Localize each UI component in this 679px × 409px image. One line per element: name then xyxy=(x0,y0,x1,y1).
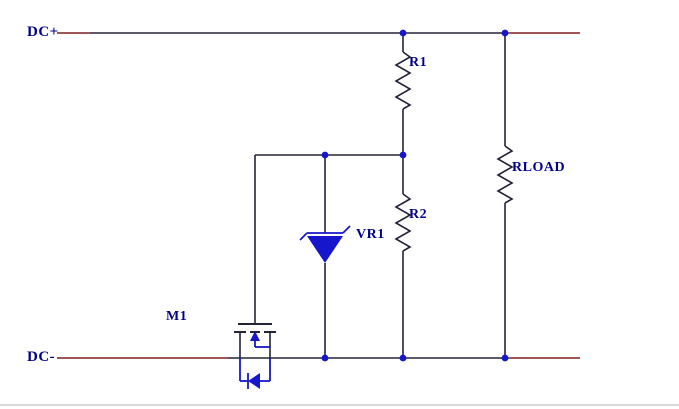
m1-body-diode-triangle xyxy=(248,373,260,389)
node-vr1-gate xyxy=(321,151,329,159)
r2-zigzag xyxy=(394,193,412,252)
node-rload-dcminus xyxy=(501,354,509,362)
resistor-r2-label: R2 xyxy=(409,207,428,222)
resistor-r2 xyxy=(394,155,412,358)
dc-minus-rail-label: DC- xyxy=(27,349,56,365)
vr1-cathode-bend-right xyxy=(342,225,351,234)
resistor-rload xyxy=(496,33,514,358)
node-vr1-dcminus xyxy=(321,354,329,362)
node-r1-dcplus xyxy=(399,29,407,37)
junction-nodes xyxy=(321,29,509,362)
resistor-r1-label: R1 xyxy=(409,55,428,70)
resistor-rload-label: RLOAD xyxy=(512,160,566,175)
m1-substrate-arrow xyxy=(250,331,260,341)
r1-zigzag xyxy=(394,51,412,110)
vr1-triangle xyxy=(307,236,343,263)
rload-zigzag xyxy=(496,145,514,204)
vr1-cathode-bend-left xyxy=(299,232,308,241)
page-bottom-divider xyxy=(0,404,679,406)
node-r1-r2 xyxy=(399,151,407,159)
mosfet-m1-label: M1 xyxy=(166,309,188,324)
zener-vr1-label: VR1 xyxy=(356,227,385,242)
dc-plus-rail-label: DC+ xyxy=(27,24,59,40)
node-r2-dcminus xyxy=(399,354,407,362)
zener-diode-vr1 xyxy=(299,155,351,358)
mosfet-m1 xyxy=(234,155,276,389)
node-rload-dcplus xyxy=(501,29,509,37)
resistor-r1 xyxy=(394,33,412,155)
